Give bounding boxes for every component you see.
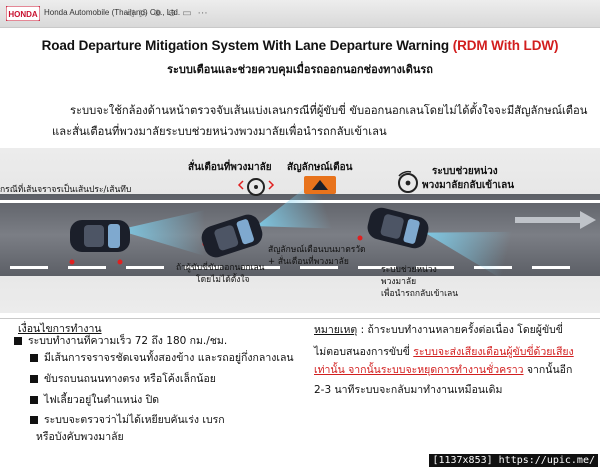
bullet-icon (14, 337, 22, 345)
slide-title: Road Departure Mitigation System With La… (0, 38, 600, 53)
direction-arrow (515, 211, 596, 229)
note-line-1: หมายเหตุ : ถ้าระบบทำงานหลายครั้งต่อเนื่อ… (314, 324, 563, 336)
title-main: Road Departure Mitigation System With La… (41, 38, 450, 53)
note-line-4: 2-3 นาทีระบบจะกลับมาทำงานเหมือนเดิม (314, 384, 503, 396)
return-label-3: เพื่อนำรถกลับเข้าเลน (381, 289, 459, 299)
assist-label-1: ระบบช่วยหน่วง (432, 166, 498, 177)
condition-item: ไฟเลี้ยวอยู่ในตำแหน่ง ปิด (30, 393, 159, 407)
description-line-2: และสั่นเตือนที่พวงมาลัยระบบช่วยหน่วงพวงม… (52, 125, 387, 138)
condition-item: ระบบจะตรวจว่าไม่ได้เหยียบคันเร่ง เบรก (30, 413, 225, 427)
vibrate-label: สั่นเตือนที่พวงมาลัย (188, 162, 272, 173)
condition-item-continued: หรือบังคับพวงมาลัย (36, 431, 124, 443)
slides-icon[interactable]: ▭ (182, 8, 192, 19)
road-svg (0, 179, 600, 279)
bullet-icon (30, 375, 38, 383)
car-3 (367, 207, 513, 279)
svg-text:HONDA: HONDA (8, 10, 38, 19)
header-bar: HONDA Honda Automobile (Thailand) Co., L… (0, 0, 600, 28)
return-label-2: พวงมาลัย (381, 277, 417, 287)
forward-icon[interactable]: ▷ (139, 8, 148, 19)
zoom-in-icon[interactable]: ⊕ (153, 8, 162, 19)
honda-logo-mark: HONDA (6, 6, 40, 21)
assist-label-2: พวงมาลัยกลับเข้าเลน (422, 180, 515, 191)
lane-type-label: กรณีที่เส้นจราจรเป็นเส้นประ/เส้นทึบ (0, 185, 132, 195)
marker-dot (117, 259, 123, 265)
section-divider (0, 318, 600, 319)
road-diagram: สั่นเตือนที่พวงมาลัย สัญลักษณ์เตือน กรณี… (0, 148, 600, 313)
honda-logo: HONDA (6, 6, 40, 21)
return-label-1: ระบบช่วยหน่วง (381, 265, 437, 275)
condition-item: ระบบทำงานที่ความเร็ว 72 ถึง 180 กม./ชม. (14, 334, 227, 348)
note-line-3: เท่านั้น จากนั้นระบบจะหยุดการทำงานชั่วคร… (314, 364, 573, 376)
title-highlight: (RDM With LDW) (452, 38, 559, 53)
condition-item: มีเส้นการจราจรชัดเจนทั้งสองข้าง และรถอยู… (30, 351, 294, 365)
zoom-out-icon[interactable]: ⊖ (167, 8, 177, 19)
conditions-title: เงื่อนไขการทำงาน (18, 323, 102, 335)
warn-detail-label-2: + สั่นเตือนที่พวงมาลัย (268, 257, 349, 267)
slide-subtitle: ระบบเตือนและช่วยควบคุมเมื่อรถออกนอกช่องท… (167, 63, 433, 76)
bullet-icon (30, 396, 38, 404)
description-line-1: ระบบจะใช้กล้องด้านหน้าตรวจจับเส้นแบ่งเลน… (70, 104, 588, 117)
back-icon[interactable]: ◁ (126, 8, 134, 19)
bullet-icon (30, 416, 38, 424)
more-icon[interactable]: ⋯ (197, 8, 208, 19)
car-1 (70, 210, 205, 256)
marker-dot (357, 235, 363, 241)
watermark: [1137x853] https://upic.me/ (429, 454, 598, 467)
drift-label-2: โดยไม่ได้ตั้งใจ (196, 275, 250, 285)
bullet-icon (30, 354, 38, 362)
warn-detail-label-1: สัญลักษณ์เตือนบนมาตรวัด (268, 245, 366, 255)
condition-item: ขับรถบนถนนทางตรง หรือโค้งเล็กน้อย (30, 372, 216, 386)
note-line-2: ไม่ตอบสนองการขับขี่ ระบบจะส่งเสียงเตือนผ… (314, 346, 574, 358)
marker-dot (69, 259, 75, 265)
note-label: หมายเหตุ (314, 324, 358, 336)
company-name: Honda Automobile (Thailand) Co., Ltd. (44, 8, 181, 17)
viewer-toolbar: ◁ ▷ ⊕ ⊖ ▭ ⋯ (126, 6, 208, 22)
warning-label: สัญลักษณ์เตือน (287, 162, 353, 173)
drift-label-1: ถ้าผู้ขับขี่ขับออกนอกเลน (176, 263, 265, 273)
